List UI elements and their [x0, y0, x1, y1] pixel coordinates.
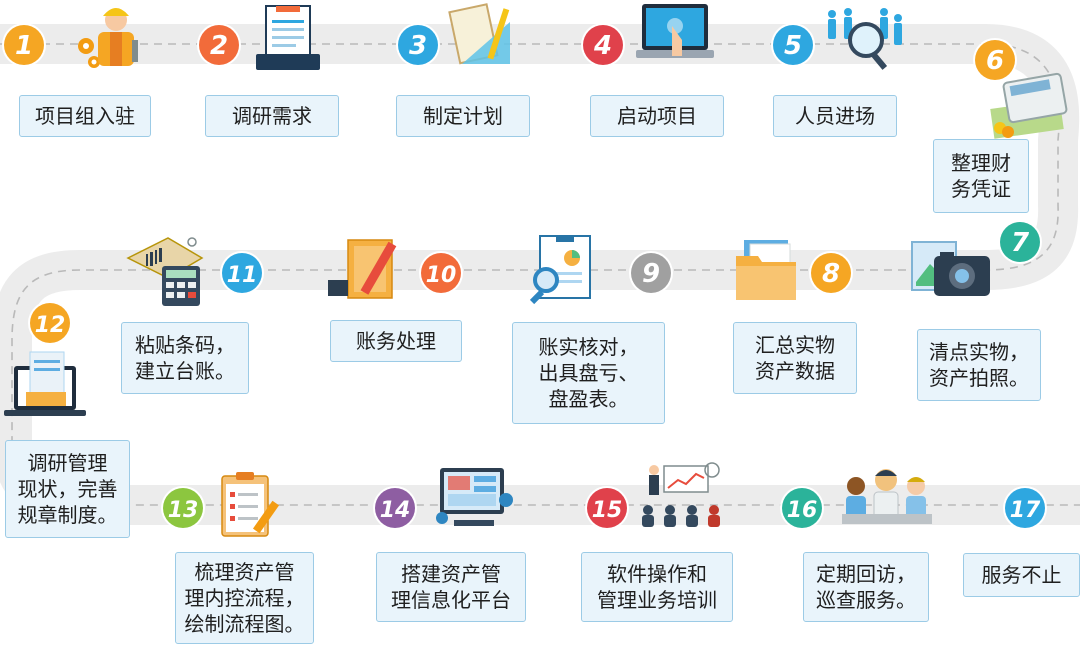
step-13-label: 梳理资产管 理内控流程， 绘制流程图。: [175, 552, 314, 644]
step-5-label: 人员进场: [773, 95, 897, 137]
step-1-label: 项目组入驻: [19, 95, 151, 137]
step-3-label: 制定计划: [396, 95, 530, 137]
step-5-number: 5: [784, 31, 802, 61]
laptop-document-icon: [4, 351, 86, 416]
clipboard-icon: [256, 5, 320, 70]
step-10-label: 账务处理: [330, 320, 462, 362]
touch-laptop-icon: [636, 4, 714, 58]
step-3-badge: 3: [396, 23, 440, 67]
step-7-badge: 7: [998, 220, 1042, 264]
step-6-label: 整理财 务凭证: [933, 139, 1029, 213]
step-16-badge: 16: [780, 486, 824, 530]
step-9-label: 账实核对， 出具盘亏、 盘盈表。: [512, 322, 665, 424]
step-15-badge: 15: [585, 486, 629, 530]
step-6-number: 6: [986, 46, 1004, 76]
step-17-number: 17: [1010, 498, 1041, 523]
training-class-icon: [642, 462, 720, 527]
step-4-label: 启动项目: [590, 95, 724, 137]
step-15-number: 15: [592, 498, 623, 523]
step-8-number: 8: [822, 259, 840, 289]
step-11-label: 粘贴条码， 建立台账。: [121, 322, 249, 394]
step-9-badge: 9: [629, 251, 673, 295]
barcode-calculator-icon: [126, 237, 204, 306]
calculator-cash-icon: [990, 72, 1068, 139]
step-17-badge: 17: [1003, 486, 1047, 530]
step-4-number: 4: [593, 31, 612, 61]
step-13-number: 13: [168, 498, 199, 523]
step-14-label: 搭建资产管 理信息化平台: [376, 552, 526, 622]
folder-pencil-icon: [328, 239, 397, 299]
step-11-number: 11: [227, 263, 258, 288]
step-7-label: 清点实物， 资产拍照。: [917, 329, 1041, 401]
step-12-badge: 12: [28, 301, 72, 345]
step-1-number: 1: [15, 31, 33, 61]
step-8-badge: 8: [809, 251, 853, 295]
folder-icon: [736, 240, 796, 300]
step-2-badge: 2: [197, 23, 241, 67]
step-10-number: 10: [426, 263, 457, 288]
step-15-label: 软件操作和 管理业务培训: [581, 552, 733, 622]
step-16-label: 定期回访， 巡查服务。: [803, 552, 929, 622]
platform-screen-icon: [436, 468, 513, 526]
step-2-label: 调研需求: [205, 95, 339, 137]
step-12-number: 12: [35, 313, 66, 338]
step-1-badge: 1: [2, 23, 46, 67]
service-team-icon: [842, 469, 932, 524]
step-14-number: 14: [380, 498, 411, 523]
report-magnifier-icon: [529, 235, 591, 305]
step-8-label: 汇总实物 资产数据: [733, 322, 857, 394]
step-16-number: 16: [787, 498, 818, 523]
step-12-label: 调研管理 现状，完善 规章制度。: [5, 440, 130, 538]
step-17-label: 服务不止: [963, 553, 1080, 597]
step-4-badge: 4: [581, 23, 625, 67]
step-3-number: 3: [409, 31, 427, 61]
step-11-badge: 11: [220, 251, 264, 295]
people-search-icon: [828, 8, 902, 70]
step-13-badge: 13: [161, 486, 205, 530]
step-10-badge: 10: [419, 251, 463, 295]
step-5-badge: 5: [771, 23, 815, 67]
step-9-number: 9: [642, 259, 660, 289]
step-2-number: 2: [210, 31, 228, 61]
camera-photo-icon: [911, 241, 990, 296]
step-14-badge: 14: [373, 486, 417, 530]
planning-tools-icon: [448, 3, 510, 65]
checklist-pencil-icon: [221, 472, 280, 537]
step-6-badge: 6: [973, 38, 1017, 82]
step-7-number: 7: [1011, 228, 1030, 258]
worker-icon: [78, 8, 138, 68]
